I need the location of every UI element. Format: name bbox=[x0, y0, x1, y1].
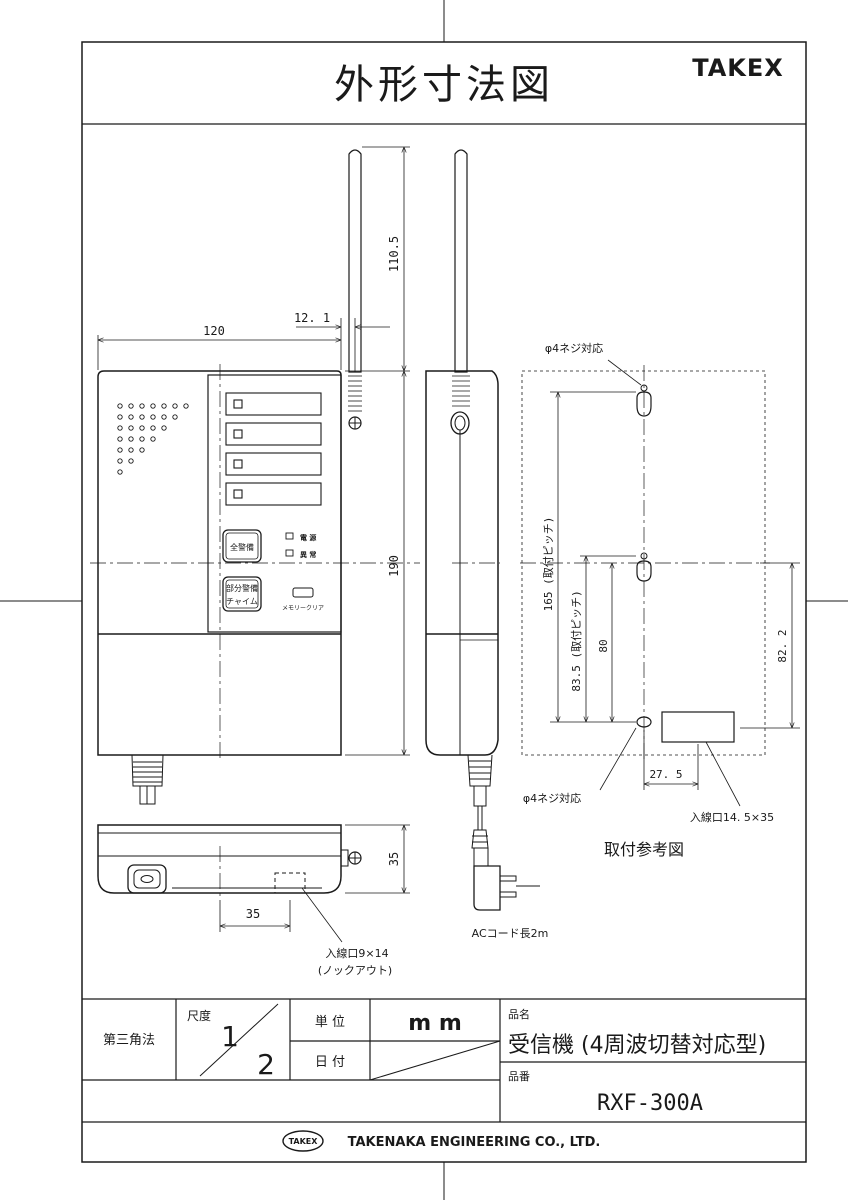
front-control-panel bbox=[207, 374, 342, 633]
cable-inlet-rect bbox=[661, 711, 735, 743]
front-dimensions bbox=[97, 146, 410, 756]
unit-label: 単 位 bbox=[315, 1014, 345, 1030]
screw-note-bottom: φ4ネジ対応 bbox=[523, 791, 581, 805]
speaker-grille bbox=[117, 403, 189, 475]
knockout-icon bbox=[274, 872, 306, 894]
dim-27: 27. 5 bbox=[649, 768, 682, 781]
bottom-view bbox=[97, 824, 362, 900]
mount-reference bbox=[520, 365, 770, 760]
led-power-label: 電 源 bbox=[300, 533, 316, 542]
power-led-icon bbox=[285, 532, 294, 540]
front-body bbox=[97, 370, 342, 756]
dim-80: 80 bbox=[597, 639, 610, 652]
date-label: 日 付 bbox=[315, 1055, 345, 1070]
dim-antenna-height: 110.5 bbox=[387, 236, 401, 272]
product-no: RXF-300A bbox=[597, 1091, 703, 1116]
front-view bbox=[90, 149, 420, 805]
scale-numerator: 1 bbox=[221, 1020, 239, 1053]
dim-body-height: 190 bbox=[387, 555, 401, 577]
front-cable bbox=[131, 754, 164, 805]
antenna bbox=[348, 149, 362, 373]
dim-pitch-165: 165 (取付ピッチ) bbox=[542, 517, 555, 612]
dim-depth: 35 bbox=[387, 852, 401, 866]
sheet-border bbox=[81, 41, 807, 1163]
dim-82: 82. 2 bbox=[776, 629, 789, 662]
bottom-connector bbox=[127, 864, 167, 894]
side-view bbox=[425, 149, 540, 911]
screw-hole-bottom-icon bbox=[636, 716, 652, 728]
led-error-label: 異 常 bbox=[300, 550, 316, 559]
product-name-label: 品名 bbox=[508, 1007, 530, 1021]
memory-clear-label: メモリークリア bbox=[282, 605, 324, 612]
mount-dimensions bbox=[550, 359, 800, 807]
all-guard-button bbox=[222, 529, 262, 563]
product-name: 受信機 (4周波切替対応型) bbox=[508, 1033, 766, 1058]
bottom-inlet-label-2: (ノックアウト) bbox=[318, 964, 392, 977]
dim-width: 120 bbox=[203, 324, 225, 338]
company-badge: TAKEX bbox=[289, 1137, 319, 1146]
scale-denominator: 2 bbox=[257, 1048, 275, 1081]
brand-logo: TAKEX bbox=[692, 54, 784, 82]
keyhole-top-icon bbox=[636, 391, 652, 417]
product-no-label: 品番 bbox=[508, 1070, 530, 1083]
keyhole-mid-icon bbox=[636, 560, 652, 582]
button-partial-label-2: チャイム bbox=[226, 597, 258, 606]
ac-cord-label: ACコード長2m bbox=[472, 927, 549, 940]
scale-label: 尺度 bbox=[187, 1008, 211, 1023]
mount-ref-title: 取付参考図 bbox=[604, 840, 684, 859]
screw-note-top: φ4ネジ対応 bbox=[545, 341, 603, 355]
company-badge-icon bbox=[282, 1130, 324, 1152]
ac-plug-icon bbox=[473, 865, 501, 911]
dim-pitch-83: 83.5 (取付ピッチ) bbox=[570, 590, 583, 691]
title-block bbox=[82, 998, 806, 1152]
dim-antenna-offset: 12. 1 bbox=[294, 311, 330, 325]
projection-label: 第三角法 bbox=[103, 1033, 155, 1048]
error-led-icon bbox=[285, 549, 294, 557]
sheet-title: 外形寸法図 bbox=[334, 62, 554, 108]
dim-bottom-inlet-offset: 35 bbox=[246, 907, 260, 921]
unit-value: m m bbox=[408, 1011, 462, 1036]
side-antenna bbox=[454, 149, 468, 373]
zone-plates bbox=[225, 392, 322, 506]
side-body bbox=[425, 370, 499, 756]
partial-guard-button bbox=[222, 576, 262, 612]
ac-inlet-icon bbox=[140, 875, 154, 883]
company-name: TAKENAKA ENGINEERING CO., LTD. bbox=[348, 1135, 601, 1150]
button-partial-label-1: 部分警備 bbox=[226, 583, 258, 593]
button-all-guard-label: 全警備 bbox=[230, 542, 254, 552]
ac-cord bbox=[467, 754, 540, 911]
rear-inlet-note: 入線口14. 5×35 bbox=[690, 810, 774, 824]
bottom-body bbox=[97, 824, 342, 894]
bottom-dimensions bbox=[219, 824, 410, 943]
bottom-inlet-label-1: 入線口9×14 bbox=[325, 946, 388, 960]
side-screw-icon bbox=[450, 411, 470, 435]
memory-clear-button bbox=[292, 587, 314, 598]
